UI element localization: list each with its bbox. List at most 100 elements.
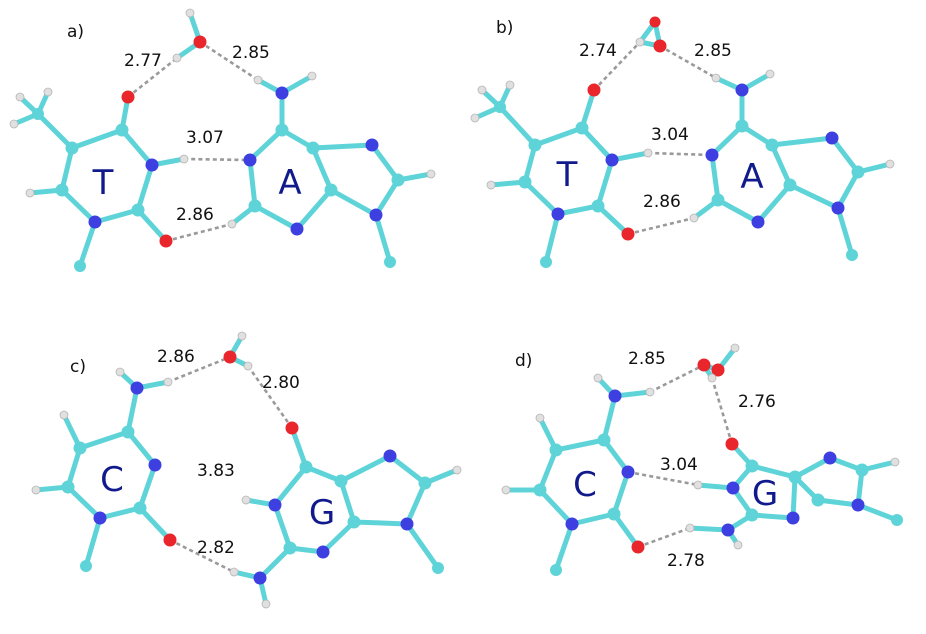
hydrogen-atom bbox=[15, 92, 25, 102]
nitrogen-atom bbox=[145, 158, 159, 172]
hbond-line bbox=[183, 157, 251, 162]
bond bbox=[35, 111, 75, 151]
carbon-atom bbox=[121, 425, 135, 439]
hydrogen-atom bbox=[693, 480, 703, 490]
carbon-atom bbox=[432, 562, 444, 574]
hydrogen-atom bbox=[253, 75, 263, 85]
oxygen-atom bbox=[649, 16, 661, 28]
bond bbox=[769, 135, 835, 148]
nitrogen-atom bbox=[275, 86, 289, 100]
bond bbox=[595, 157, 615, 209]
nitrogen-atom bbox=[565, 517, 579, 531]
panel-b-base-right: A bbox=[740, 157, 763, 197]
panel-b-distance-3: 3.04 bbox=[651, 125, 689, 145]
nitrogen-atom bbox=[383, 449, 397, 463]
panel-c-tag: c) bbox=[70, 357, 86, 377]
bond bbox=[59, 145, 75, 193]
oxygen-atom bbox=[285, 421, 299, 435]
bond bbox=[59, 187, 98, 225]
panel-c-hbonds bbox=[167, 355, 294, 574]
hydrogen-atom bbox=[885, 159, 895, 169]
carbon-atom bbox=[55, 183, 69, 197]
hydrogen-atom bbox=[765, 69, 775, 79]
bond bbox=[125, 429, 158, 468]
panel-a-distance-4: 2.86 bbox=[176, 205, 214, 225]
bond bbox=[755, 182, 793, 225]
bond bbox=[77, 429, 131, 451]
carbon-atom bbox=[133, 501, 147, 515]
bond bbox=[829, 135, 861, 175]
hydrogen-atom bbox=[229, 567, 239, 577]
bond bbox=[310, 142, 375, 151]
bond bbox=[373, 212, 393, 265]
panel-a-distance-1: 2.77 bbox=[124, 51, 162, 71]
bond bbox=[65, 484, 103, 521]
carbon-atom bbox=[550, 564, 562, 576]
bond bbox=[272, 502, 293, 551]
carbon-atom bbox=[711, 193, 725, 207]
carbon-atom bbox=[131, 203, 145, 217]
bond bbox=[569, 511, 617, 527]
carbon-atom bbox=[299, 460, 313, 474]
panel-a-hbonds bbox=[127, 40, 259, 243]
bond bbox=[611, 511, 641, 550]
bond bbox=[119, 127, 155, 168]
panel-d-base-right: G bbox=[752, 474, 778, 514]
nitrogen-atom bbox=[369, 208, 383, 222]
panel-b-distance-2: 2.85 bbox=[694, 41, 732, 61]
nitrogen-atom bbox=[88, 215, 102, 229]
carbon-atom bbox=[518, 175, 532, 189]
bond bbox=[790, 474, 798, 521]
hydrogen-atom bbox=[25, 188, 35, 198]
carbon-atom bbox=[549, 443, 563, 457]
hydrogen-atom bbox=[730, 343, 740, 353]
nitrogen-atom bbox=[93, 511, 107, 525]
bond bbox=[294, 187, 334, 232]
carbon-atom bbox=[745, 508, 759, 522]
panel-d-distance-1: 2.85 bbox=[628, 349, 666, 369]
carbon-atom bbox=[306, 141, 320, 155]
carbon-atom bbox=[494, 101, 506, 113]
hydrogen-atom bbox=[643, 148, 653, 158]
hydrogen-atom bbox=[237, 331, 247, 341]
bond bbox=[65, 445, 83, 490]
panel-a-tag: a) bbox=[67, 22, 84, 42]
carbon-atom bbox=[418, 476, 432, 490]
carbon-atom bbox=[384, 256, 396, 268]
nitrogen-atom bbox=[825, 131, 839, 145]
hydrogen-atom bbox=[31, 485, 41, 495]
hydrogen-atom bbox=[163, 377, 173, 387]
hbond-line bbox=[199, 40, 259, 82]
bond bbox=[769, 142, 793, 188]
oxygen-atom bbox=[159, 234, 173, 248]
panel-a-base-right: A bbox=[278, 163, 301, 203]
hbond-line bbox=[647, 151, 713, 157]
carbon-atom bbox=[783, 178, 797, 192]
oxygen-atom bbox=[653, 39, 667, 53]
carbon-atom bbox=[765, 138, 779, 152]
hydrogen-atom bbox=[505, 80, 515, 90]
nitrogen-atom bbox=[831, 201, 845, 215]
hydrogen-atom bbox=[115, 367, 125, 377]
hbond-line bbox=[649, 363, 705, 394]
bond bbox=[709, 123, 745, 158]
nitrogen-atom bbox=[400, 517, 414, 531]
carbon-atom bbox=[334, 474, 348, 488]
hydrogen-atom bbox=[185, 8, 195, 18]
hydrogen-atom bbox=[535, 413, 545, 423]
bond bbox=[497, 104, 538, 148]
nitrogen-atom bbox=[726, 481, 740, 495]
panel-d-tag: d) bbox=[515, 351, 532, 371]
bond bbox=[125, 385, 140, 435]
bond bbox=[835, 169, 861, 211]
bond bbox=[404, 521, 441, 571]
carbon-atom bbox=[61, 480, 75, 494]
hydrogen-atom bbox=[307, 71, 317, 81]
hydrogen-atom bbox=[43, 87, 53, 97]
hydrogen-atom bbox=[172, 53, 182, 63]
bond bbox=[709, 152, 721, 203]
bond bbox=[257, 545, 293, 581]
hydrogen-atom bbox=[477, 85, 487, 95]
